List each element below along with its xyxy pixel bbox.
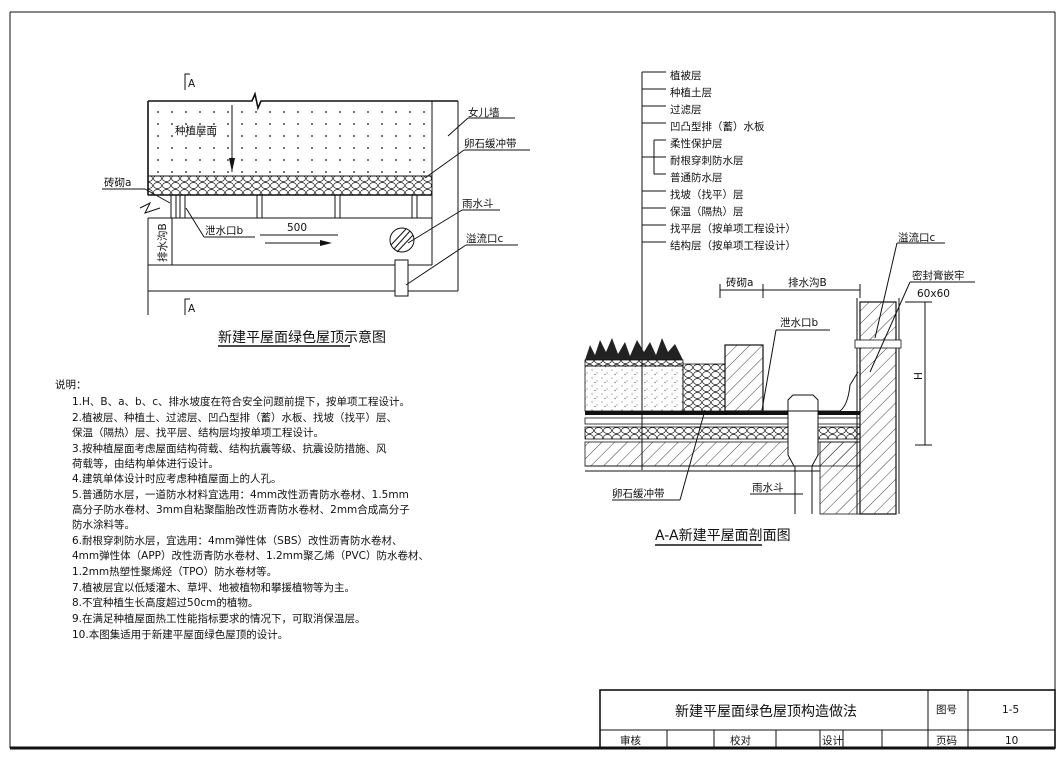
drawing-no-label: 图号 [936,704,957,716]
section-mark-top: A [188,78,196,90]
planting-area [148,101,432,176]
note-line: 保温（隔热）层、找平层、结构层均按单项工程设计。 [72,426,324,439]
plan-parapet-label: 女儿墙 [468,106,500,119]
layer-label: 凹凸型排（蓄）水板 [670,120,765,133]
section-size-label: 60x60 [917,288,950,300]
check-label: 校对 [730,734,751,747]
design-notes: 说明： 1.H、B、a、b、c、排水坡度在符合安全问题前提下，按单项工程设计。 … [55,378,429,641]
layer-label: 找坡（找平）层 [670,188,744,201]
note-line: 5.普通防水层，一道防水材料宜选用：4mm改性沥青防水卷材、1.5mm [72,488,409,501]
plan-planting-roof-label: 种植屋面 [175,124,217,137]
note-line: 10.本图集适用于新建平屋面绿色屋顶的设计。 [72,628,288,641]
plan-masonry-label: 砖砌a [104,176,131,189]
note-line: 1.2mm热塑性聚烯烃（TPO）防水卷材等。 [72,565,277,578]
note-line: 3.按种植屋面考虑屋面结构荷载、结构抗震等级、抗震设防措施、风 [72,442,387,455]
overflow-pipe [854,339,902,349]
plan-view: A A 500 种植屋面 女儿墙 [102,73,530,347]
layer-label: 结构层（按单项工程设计） [670,239,796,252]
design-label: 设计 [822,734,843,747]
notes-title: 说明： [55,378,87,391]
layer-label: 找平层（按单项工程设计） [670,222,796,235]
vegetation-icon [585,338,683,360]
review-label: 审核 [620,734,641,747]
section-height-label: H [913,372,925,380]
note-line: 7.植被层宜以低矮灌木、草坪、地被植物和攀援植物等为主。 [72,581,355,594]
brick-wall [724,344,764,412]
section-sealant-label: 密封膏嵌牢 [912,269,965,282]
layer-label: 过滤层 [670,103,702,116]
plan-gutter-label: 排水沟B [156,223,169,262]
title-block: 新建平屋面绿色屋顶构造做法 图号 1-5 审核 校对 设计 页码 10 [599,689,1056,749]
drain-outlets [170,195,418,218]
plan-caption: 新建平屋面绿色屋顶示意图 [218,329,386,346]
plan-spacing: 500 [287,222,307,234]
plan-rain-hopper-label: 雨水斗 [462,198,494,210]
note-line: 高分子防水卷材、3mm自粘聚酯胎改性沥青防水卷材、2mm合成高分子 [72,503,410,516]
note-line: 9.在满足种植屋面热工性能指标要求的情况下，可取消保温层。 [72,612,366,625]
section-gutter-label: 排水沟B [788,276,827,289]
plan-overflow-label: 溢流口c [466,232,503,245]
note-line: 防水涂料等。 [72,518,135,531]
layer-label: 柔性保护层 [670,137,723,150]
note-line: 4.建筑单体设计时应考虑种植屋面上的人孔。 [72,472,282,485]
planting-soil [584,365,684,412]
pebble-band [147,175,433,196]
layer-label: 耐根穿刺防水层 [670,154,744,167]
section-drain-outlet-label: 泄水口b [780,316,818,329]
section-rain-hopper-label: 雨水斗 [752,482,784,494]
layer-label: 种植土层 [670,86,712,99]
plan-pebble-label: 卵石缓冲带 [464,137,517,150]
section-caption: A-A新建平屋面剖面图 [655,528,791,544]
note-line: 1.H、B、a、b、c、排水坡度在符合安全问题前提下，按单项工程设计。 [72,395,410,408]
layer-label: 保温（隔热）层 [670,205,744,218]
section-view: 植被层 种植土层 过滤层 凹凸型排（蓄）水板 柔性保护层 耐根穿刺防水层 普通防… [584,69,975,546]
overflow-outlet [394,259,409,297]
structural-slab [584,441,861,467]
section-mark-bottom: A [188,303,196,315]
section-overflow-label: 溢流口c [898,231,935,244]
section-pebble-band [682,363,726,412]
page-no: 10 [1005,735,1018,747]
drawing-no: 1-5 [1002,704,1019,716]
drawing-title: 新建平屋面绿色屋顶构造做法 [675,703,857,720]
note-line: 6.耐根穿刺防水层，宜选用：4mm弹性体（SBS）改性沥青防水卷材、 [72,534,403,547]
note-line: 4mm弹性体（APP）改性沥青防水卷材、1.2mm聚乙烯（PVC）防水卷材、 [72,549,429,562]
page-label: 页码 [936,735,957,747]
note-line: 2.植被层、种植土、过滤层、凹凸型排（蓄）水板、找坡（找平）层、 [72,411,397,424]
note-line: 8.不宜种植生长高度超过50cm的植物。 [72,596,258,609]
section-pebble-label: 卵石缓冲带 [612,487,665,500]
section-masonry-label: 砖砌a [726,276,753,289]
layer-label: 植被层 [670,69,702,82]
layer-label: 普通防水层 [670,171,723,184]
plan-drain-outlet-label: 泄水口b [205,224,243,237]
parapet-wall [859,301,897,515]
note-line: 荷载等，由结构单体进行设计。 [72,457,219,470]
